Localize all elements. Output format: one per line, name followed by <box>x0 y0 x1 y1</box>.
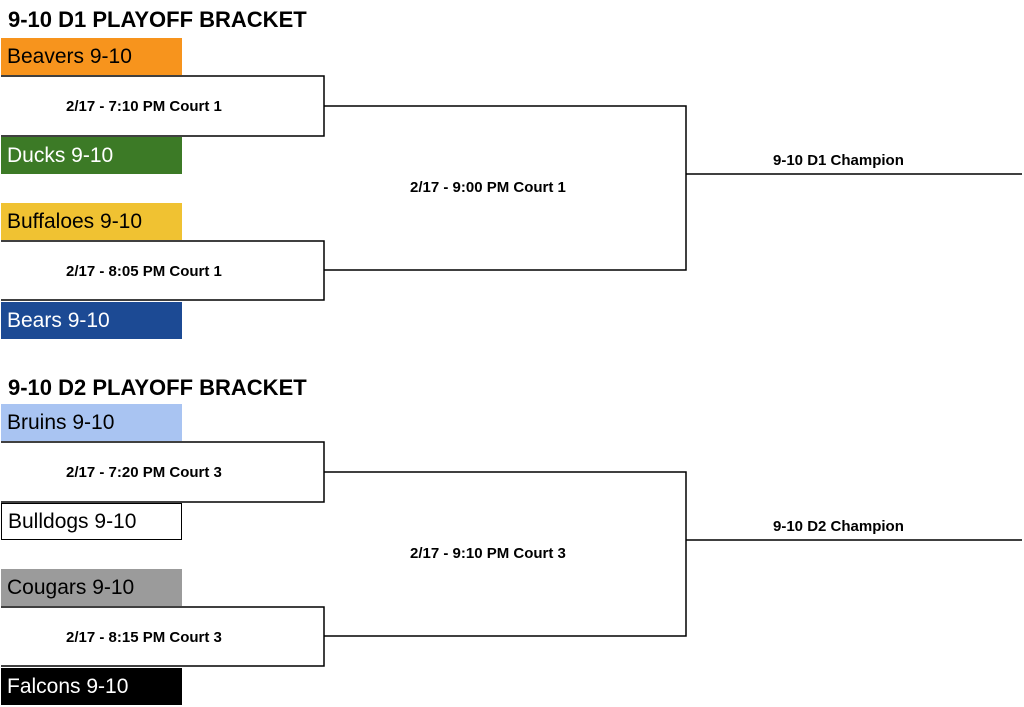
d1-semifinal-1-bracket <box>1 75 325 137</box>
d2-final-bracket <box>324 471 687 637</box>
d1-team-4: Bears 9-10 <box>1 302 182 339</box>
d1-team-3: Buffaloes 9-10 <box>1 203 182 240</box>
d2-champion-label: 9-10 D2 Champion <box>773 518 904 535</box>
d1-semifinal-2-bracket <box>1 240 325 301</box>
d2-team-3: Cougars 9-10 <box>1 569 182 606</box>
d2-team-4: Falcons 9-10 <box>1 668 182 705</box>
d2-semifinal-2-bracket <box>1 606 325 667</box>
d2-semifinal-1-bracket <box>1 441 325 503</box>
d2-semifinal-1-label: 2/17 - 7:20 PM Court 3 <box>66 464 222 481</box>
d1-team-1: Beavers 9-10 <box>1 38 182 75</box>
d1-final-label: 2/17 - 9:00 PM Court 1 <box>410 179 566 196</box>
d1-bracket-title: 9-10 D1 PLAYOFF BRACKET <box>8 7 307 32</box>
d2-semifinal-2-label: 2/17 - 8:15 PM Court 3 <box>66 629 222 646</box>
d1-final-bracket <box>324 105 687 271</box>
d2-final-label: 2/17 - 9:10 PM Court 3 <box>410 545 566 562</box>
d1-semifinal-1-label: 2/17 - 7:10 PM Court 1 <box>66 98 222 115</box>
d2-team-1: Bruins 9-10 <box>1 404 182 441</box>
d1-champion-label: 9-10 D1 Champion <box>773 152 904 169</box>
d2-team-2: Bulldogs 9-10 <box>1 503 182 540</box>
d2-bracket-title: 9-10 D2 PLAYOFF BRACKET <box>8 375 307 400</box>
d1-team-2: Ducks 9-10 <box>1 137 182 174</box>
d1-semifinal-2-label: 2/17 - 8:05 PM Court 1 <box>66 263 222 280</box>
